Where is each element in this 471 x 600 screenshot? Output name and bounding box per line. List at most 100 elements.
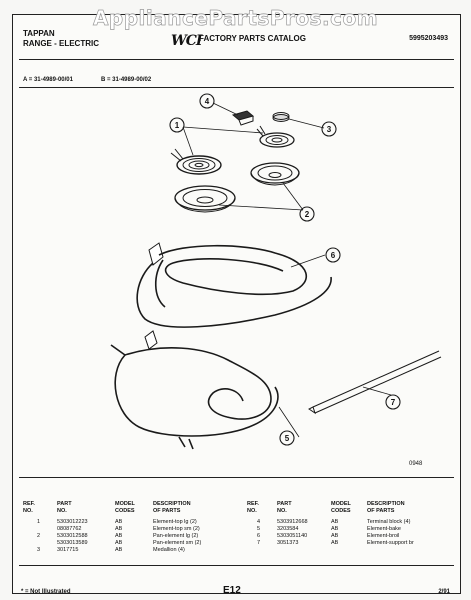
bake-element xyxy=(110,330,279,450)
row-part-number: 5303912668 xyxy=(277,519,308,525)
header-ref-no: NO. xyxy=(23,508,33,514)
row-model: AB xyxy=(331,540,339,546)
header-model: MODEL xyxy=(331,501,351,507)
row-description: Element-bake xyxy=(367,526,401,532)
row-ref: 7 xyxy=(257,540,261,546)
row-model: AB xyxy=(115,533,123,539)
callout-6: 6 xyxy=(331,251,336,260)
table-row: 5 3203584 AB Element-bake xyxy=(247,526,418,533)
row-part-number: 5303013589 xyxy=(57,540,88,546)
header-part-no: NO. xyxy=(277,508,287,514)
row-description: Terminal block (4) xyxy=(367,519,411,525)
catalog-title: FACTORY PARTS CATALOG xyxy=(199,34,306,43)
header-of-parts: OF PARTS xyxy=(153,508,181,514)
not-illustrated-note: * = Not Illustrated xyxy=(21,589,71,595)
row-model: AB xyxy=(331,519,339,525)
row-part-number: 5303012588 xyxy=(57,533,88,539)
callout-5: 5 xyxy=(285,434,290,443)
revision-date: 2/91 xyxy=(438,589,450,595)
row-ref: 4 xyxy=(257,519,261,525)
brand-name: TAPPAN xyxy=(23,29,55,38)
header-description: DESCRIPTION xyxy=(153,501,191,507)
callout-2: 2 xyxy=(305,210,310,219)
row-description: Element-broil xyxy=(367,533,400,539)
callout-3: 3 xyxy=(327,125,332,134)
brand-block: TAPPAN RANGE - ELECTRIC xyxy=(23,29,99,49)
diagram-code: 0948 xyxy=(409,461,423,467)
row-ref: 5 xyxy=(257,526,261,532)
page-number: E12 xyxy=(223,585,241,596)
header-part-no: NO. xyxy=(57,508,67,514)
row-model: AB xyxy=(115,540,123,546)
row-ref: 2 xyxy=(37,533,41,539)
callout-circles xyxy=(169,93,401,446)
table-divider xyxy=(19,477,454,478)
header-codes: CODES xyxy=(115,508,135,514)
terminal-block xyxy=(231,110,255,126)
element-support-bracket xyxy=(308,350,442,415)
row-ref xyxy=(23,526,57,533)
row-description: Pan-element lg (2) xyxy=(153,533,199,539)
row-description: Element-support br xyxy=(367,540,414,546)
row-model: AB xyxy=(115,519,123,525)
table-row: 08087762 AB Element-top sm (2) xyxy=(23,526,205,533)
row-description: Element-top lg (2) xyxy=(153,519,197,525)
header-ref: REF. xyxy=(23,501,35,507)
wci-logo: WCI xyxy=(171,33,202,49)
row-part-number: 3017715 xyxy=(57,547,79,553)
row-part-number: 3051373 xyxy=(277,540,299,546)
row-model: AB xyxy=(115,526,123,532)
header-codes: CODES xyxy=(331,508,351,514)
table-row: 3 3017715 AB Medallion (4) xyxy=(23,547,205,554)
catalog-part-number: 5995203493 xyxy=(409,35,448,42)
table-row: 7 3051373 AB Element-support br xyxy=(247,540,418,547)
row-model: AB xyxy=(331,533,339,539)
header-ref: REF. xyxy=(247,501,259,507)
models-divider xyxy=(19,87,454,88)
col-ref: REF.NO. xyxy=(23,501,57,515)
table-row: 2 5303012588 AB Pan-element lg (2) xyxy=(23,533,205,540)
header-of-parts: OF PARTS xyxy=(367,508,395,514)
watermark-text: AppliancePartsPros.com xyxy=(92,6,379,31)
header-ref-no: NO. xyxy=(247,508,257,514)
table-row: 6 5303051140 AB Element-broil xyxy=(247,533,418,540)
surface-element-large xyxy=(170,148,222,175)
row-description: Element-top sm (2) xyxy=(153,526,200,532)
row-ref xyxy=(23,540,57,547)
table-row: 1 5303012223 AB Element-top lg (2) xyxy=(23,519,205,526)
col-ref: REF.NO. xyxy=(247,501,277,515)
callout-leaders xyxy=(182,102,392,438)
model-b-label: B = 31-4989-00/02 xyxy=(101,77,152,83)
footer-divider xyxy=(19,565,454,566)
drip-pan-large xyxy=(174,185,236,213)
callout-1: 1 xyxy=(175,121,180,130)
broil-element xyxy=(136,242,332,328)
medallion xyxy=(272,112,290,122)
callout-4: 4 xyxy=(205,97,210,106)
model-a-label: A = 31-4989-00/01 xyxy=(23,77,73,83)
callout-7: 7 xyxy=(391,398,396,407)
row-model: AB xyxy=(115,547,123,553)
row-part-number: 5303051140 xyxy=(277,533,308,539)
row-ref: 6 xyxy=(257,533,261,539)
row-model: AB xyxy=(331,526,339,532)
header-part: PART xyxy=(57,501,72,507)
exploded-parts-diagram: 1 2 3 4 5 6 7 xyxy=(110,93,442,450)
drip-pan-small xyxy=(250,162,300,186)
table-row: 4 5303912668 AB Terminal block (4) xyxy=(247,519,418,526)
header-model: MODEL xyxy=(115,501,135,507)
row-ref: 1 xyxy=(37,519,41,525)
row-ref: 3 xyxy=(37,547,41,553)
surface-element-small xyxy=(256,125,295,148)
row-description: Pan-element sm (2) xyxy=(153,540,202,546)
